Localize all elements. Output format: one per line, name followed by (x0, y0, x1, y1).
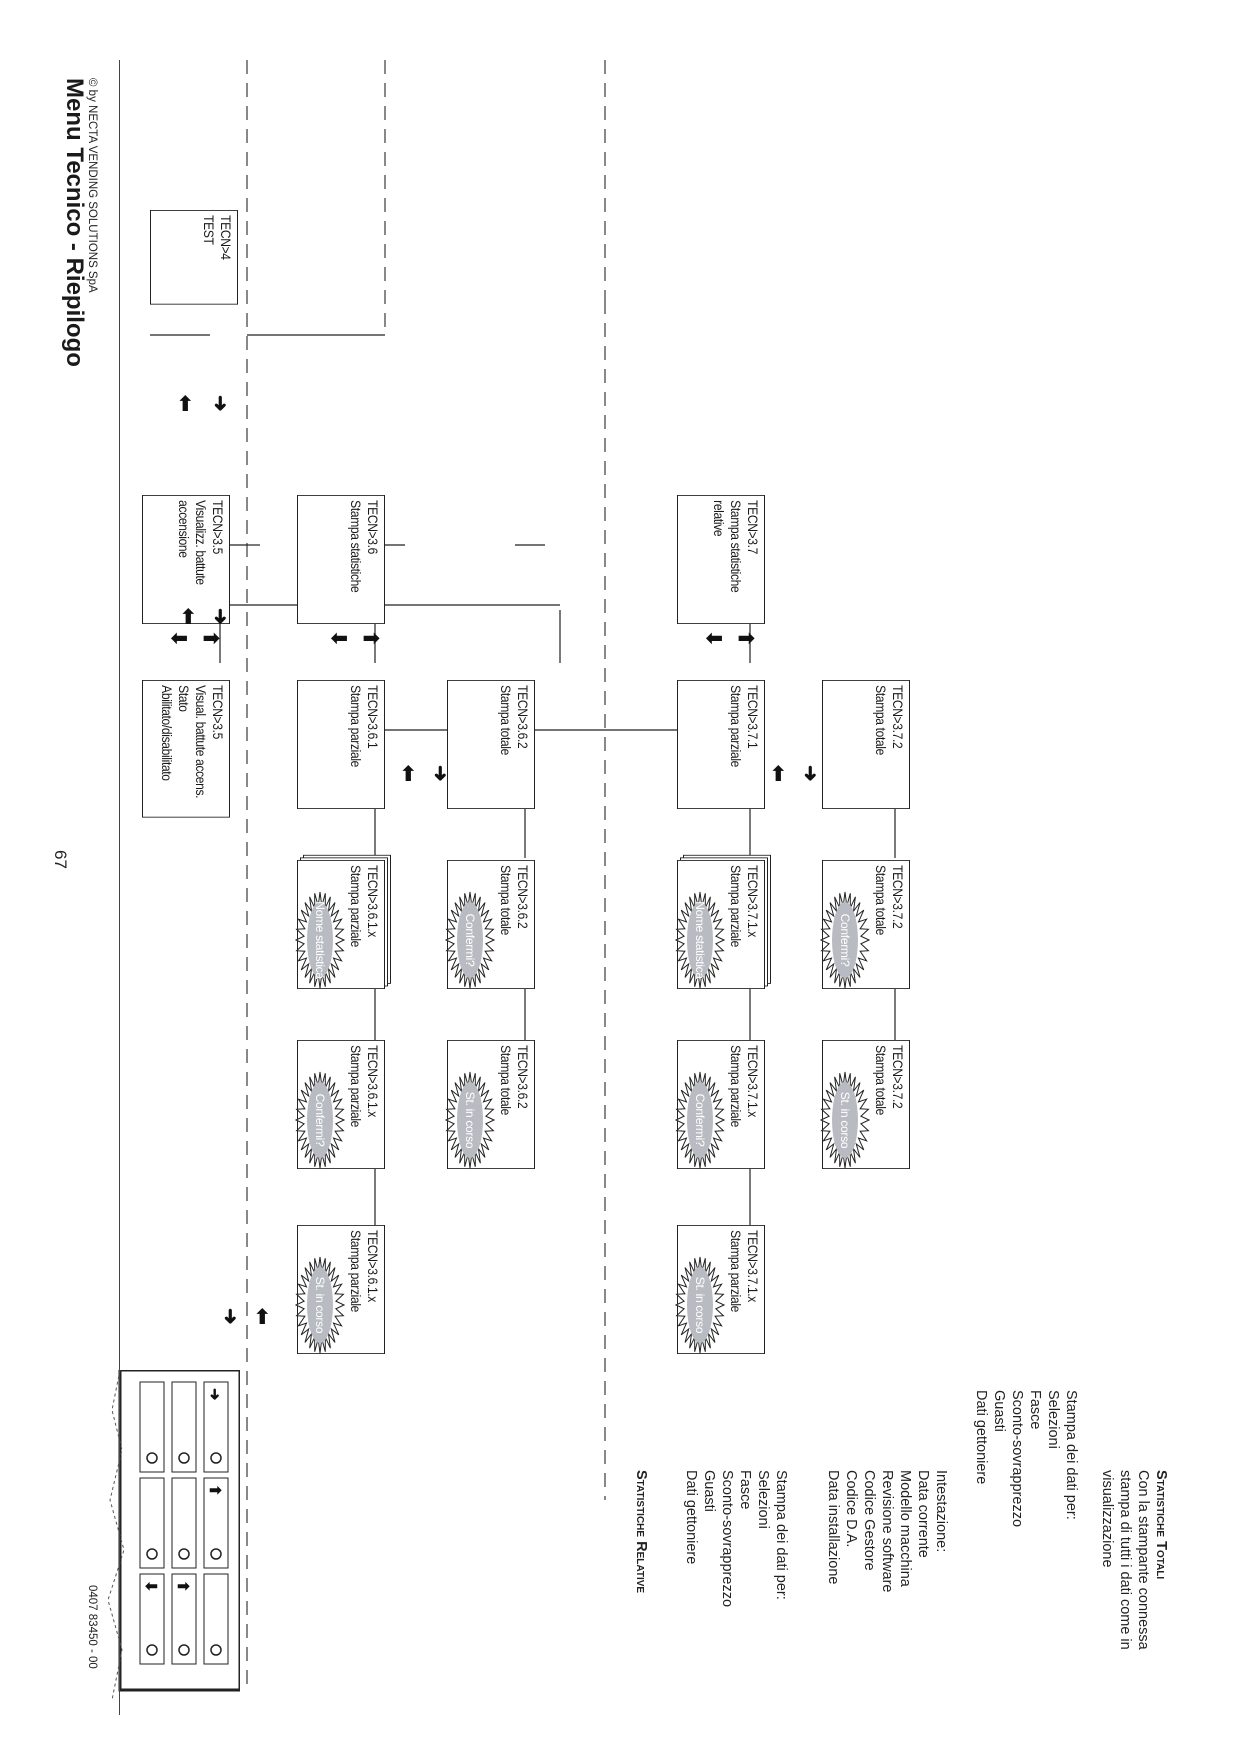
burst-fill (832, 902, 858, 978)
arrow-up-icon: ⬆ (199, 630, 221, 647)
svg-text:⬆: ⬆ (174, 1580, 191, 1593)
notes-relative-list: Stampa dei dati per: Selezioni Fasce Sco… (683, 1470, 789, 1608)
arrow-down-icon: ⬇ (702, 630, 724, 647)
page-number: 67 (51, 850, 70, 869)
burst-fill (687, 1082, 713, 1158)
arrow-down-icon: ⬇ (327, 630, 349, 647)
burst-fill (687, 902, 713, 978)
footer-left: © by NECTA VENDING SOLUTIONS SpA (86, 78, 98, 293)
burst-fill (307, 1082, 333, 1158)
burst-fill (457, 902, 483, 978)
arrow-right-icon: ➜ (429, 765, 451, 782)
arrow-left-icon: ⬅ (251, 1308, 273, 1325)
burst-fill (307, 1267, 333, 1343)
arrow-left-icon: ⬅ (174, 395, 196, 412)
burst-fill (457, 1082, 483, 1158)
svg-text:⬇: ⬇ (142, 1580, 159, 1593)
arrow-down-icon: ⬇ (167, 630, 189, 647)
burst-fill (687, 1267, 713, 1343)
burst-nome-statistica-3-7: Nome statistica (675, 890, 725, 990)
burst-confermi-3-7-1: Confermi? (675, 1070, 725, 1170)
burst-confermi-3-6-2: Confermi? (445, 890, 495, 990)
burst-confermi-3-6-1: Confermi? (295, 1070, 345, 1170)
keypad-illustration: ➜ ⬆ ⬆ ⬇ (107, 1370, 240, 1700)
svg-text:➜: ➜ (206, 1388, 223, 1401)
notes-relative-heading: Statistiche Relative (633, 1470, 649, 1594)
burst-nome-statistica-3-6: Nome statistica (295, 890, 345, 990)
arrow-right-icon: ➜ (219, 1308, 241, 1325)
burst-fill (307, 902, 333, 978)
notes-intestazione: Intestazione: Data corrente Modello macc… (825, 1470, 949, 1593)
burst-fill (832, 1082, 858, 1158)
arrow-up-icon: ⬆ (359, 630, 381, 647)
burst-in-corso-3-6-2: St. in corso (445, 1070, 495, 1170)
svg-text:⬆: ⬆ (206, 1484, 223, 1497)
arrow-up-icon: ⬆ (734, 630, 756, 647)
footer-right: 0407 83450 - 00 (86, 1585, 98, 1669)
burst-confermi-3-7-2: Confermi? (820, 890, 870, 990)
notes-totali: Statistiche Totali Con la stampante conn… (1099, 1470, 1169, 1650)
burst-in-corso-3-7-1: St. in corso (675, 1255, 725, 1355)
burst-in-corso-3-7-2: St. in corso (820, 1070, 870, 1170)
arrow-left-icon: ⬅ (767, 765, 789, 782)
arrow-right-icon: ➜ (799, 765, 821, 782)
arrow-left-icon: ⬅ (177, 608, 199, 625)
footer-rule (119, 60, 120, 1715)
arrow-right-icon: ➜ (209, 608, 231, 625)
burst-in-corso-3-6-1: St. in corso (295, 1255, 345, 1355)
notes-totali-list: Stampa dei dati per: Selezioni Fasce Sco… (973, 1390, 1079, 1528)
arrow-left-icon: ⬅ (397, 765, 419, 782)
arrow-right-icon: ➜ (209, 395, 231, 412)
